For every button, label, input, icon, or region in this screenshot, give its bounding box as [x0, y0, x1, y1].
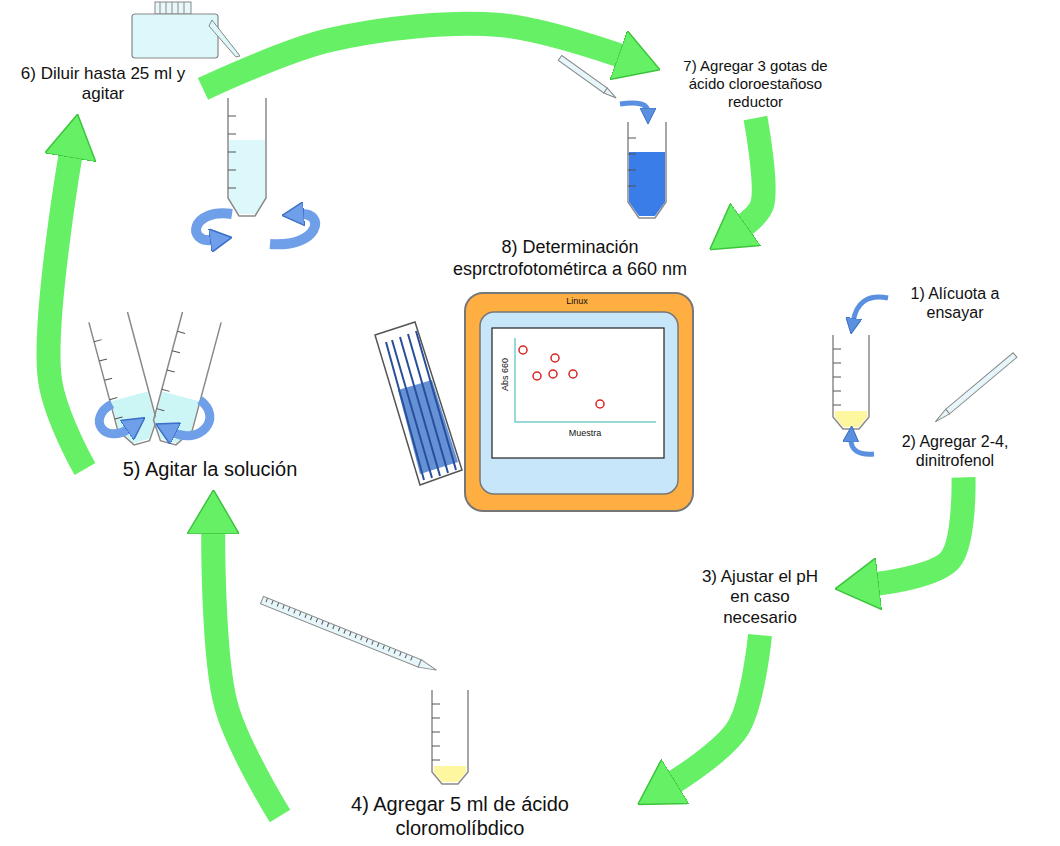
flow-arrow: [744, 118, 764, 226]
small-arrow: [620, 103, 648, 112]
step-label: 1) Alícuota a ensayar: [885, 282, 1025, 324]
step-label: 2) Agregar 2-4, dinitrofenol: [870, 430, 1040, 472]
step-label: 8) Determinación esprctrofotométirca a 6…: [430, 235, 710, 282]
flow-arrow: [203, 24, 620, 89]
screen-label: Muestra: [545, 428, 625, 439]
step-label: 4) Agregar 5 ml de ácido cloromolíbdico: [285, 790, 635, 842]
step-text: 8) Determinación esprctrofotométirca a 6…: [432, 237, 708, 280]
flow-arrow: [213, 532, 280, 816]
swirl-arrow: [172, 400, 210, 436]
swirl-arrow: [270, 214, 315, 244]
monitor: [465, 293, 693, 511]
test-tube: [628, 122, 666, 218]
pipette: [933, 353, 1017, 424]
step-label: 7) Agregar 3 gotas de ácido cloroestaños…: [668, 55, 843, 113]
step-text: 3) Ajustar el pH en caso necesario: [692, 567, 828, 628]
test-tube: [89, 312, 161, 448]
swirl-arrow: [196, 213, 232, 240]
test-tube: [432, 690, 468, 784]
test-tube: [228, 98, 266, 216]
flow-arrow: [49, 156, 85, 469]
cuvette-rack: [375, 322, 462, 485]
flow-arrow: [877, 477, 964, 584]
step-text: 7) Agregar 3 gotas de ácido cloroestaños…: [670, 57, 841, 111]
flow-arrow: [674, 635, 760, 782]
screen-label: Abs 660: [500, 349, 511, 399]
test-tube: [149, 312, 221, 448]
step-text: 4) Agregar 5 ml de ácido cloromolíbdico: [287, 792, 633, 840]
step-label: 5) Agitar la solución: [90, 455, 330, 483]
step-text: 6) Diluir hasta 25 ml y agitar: [10, 64, 196, 105]
step-text: 1) Alícuota a ensayar: [887, 284, 1023, 322]
graduated-pipette: [261, 596, 438, 674]
wash-bottle: [132, 2, 240, 58]
step-label: 3) Ajustar el pH en caso necesario: [690, 565, 830, 630]
small-arrow: [851, 438, 874, 454]
step-text: 5) Agitar la solución: [92, 457, 328, 481]
test-tube: [833, 335, 869, 429]
small-arrow: [853, 297, 888, 322]
swirl-arrow: [99, 404, 130, 434]
step-text: 2) Agregar 2-4, dinitrofenol: [872, 432, 1038, 470]
screen-label: Linux: [545, 296, 609, 307]
step-label: 6) Diluir hasta 25 ml y agitar: [8, 62, 198, 107]
